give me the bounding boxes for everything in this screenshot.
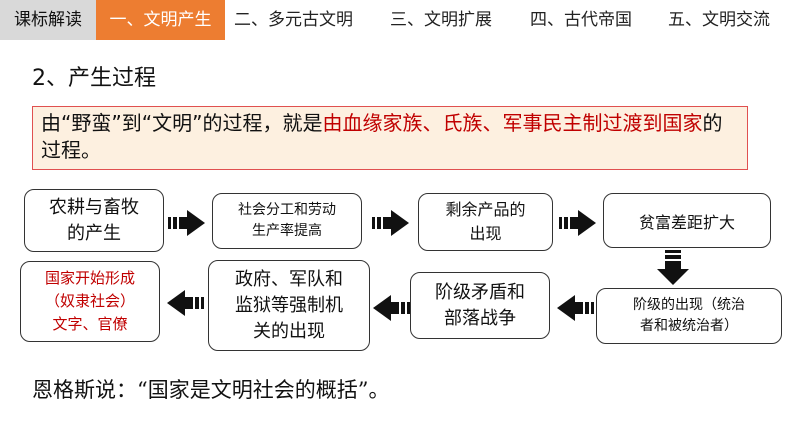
flow-box-text: 关的出现 [253,320,325,342]
tab-civilization-origin[interactable]: 一、文明产生 [96,0,225,40]
flow-box-text: 国家开始形成 [44,269,135,287]
arrow-right-icon [168,210,205,236]
flow-box-surplus-products: 剩余产品的出现 [418,193,553,251]
flow-box-text: 剩余产品的 [445,200,526,219]
engels-quote: 恩格斯说：“国家是文明社会的概括”。 [32,378,390,402]
flow-box-division-of-labor: 社会分工和劳动生产率提高 [212,193,362,249]
arrow-right-icon [559,210,596,236]
callout-suffix: 的过程。 [41,111,723,162]
section-title: 2、产生过程 [32,66,156,91]
flow-box-text: 政府、军队和 [235,268,343,290]
flow-box-wealth-gap: 贫富差距扩大 [603,193,771,248]
flow-box-text: 监狱等强制机 [235,294,343,316]
arrow-left-icon [557,295,594,321]
flow-box-text: 农耕与畜牧 [49,196,139,218]
flow-box-farming-herding: 农耕与畜牧的产生 [24,189,164,252]
tab-diverse-ancient-civilizations[interactable]: 二、多元古文明 [234,10,353,30]
flow-box-coercive-institutions: 政府、军队和监狱等强制机关的出现 [208,260,370,351]
flow-box-text: 阶级的出现（统治 [633,297,745,313]
tab-civilization-expansion[interactable]: 三、文明扩展 [390,10,492,30]
callout-prefix: 由“野蛮”到“文明”的过程，就是 [41,111,323,135]
flow-box-class-conflict: 阶级矛盾和部落战争 [410,272,550,339]
flow-box-text: 生产率提高 [252,223,322,239]
flow-box-text: 部落战争 [444,307,516,329]
arrow-down-icon [657,250,689,285]
flow-box-text: 社会分工和劳动 [238,202,336,218]
tab-ancient-empires[interactable]: 四、古代帝国 [530,10,632,30]
flow-box-text: 者和被统治者） [640,318,738,334]
arrow-left-icon [373,295,410,321]
tab-curriculum-interpretation[interactable]: 课标解读 [0,0,96,40]
flow-box-text: 阶级矛盾和 [435,281,525,303]
arrow-left-icon [167,290,204,316]
callout-highlight: 由血缘家族、氏族、军事民主制过渡到国家 [322,111,703,135]
flow-box-text: 文字、官僚 [52,315,128,333]
definition-callout: 由“野蛮”到“文明”的过程，就是由血缘家族、氏族、军事民主制过渡到国家的过程。 [32,106,748,170]
top-nav-bar: 课标解读 一、文明产生 二、多元古文明 三、文明扩展 四、古代帝国 五、文明交流 [0,0,794,40]
flow-box-text: 贫富差距扩大 [638,212,735,232]
arrow-right-icon [372,210,409,236]
flow-box-text: 的产生 [67,222,121,244]
flow-box-text: （奴隶社会） [44,292,135,310]
flow-box-text: 出现 [469,224,502,243]
flow-box-classes-emerge: 阶级的出现（统治者和被统治者） [596,288,782,344]
tab-civilization-exchange[interactable]: 五、文明交流 [668,10,770,30]
flow-box-state-formation: 国家开始形成 （奴隶社会） 文字、官僚 [20,261,160,342]
